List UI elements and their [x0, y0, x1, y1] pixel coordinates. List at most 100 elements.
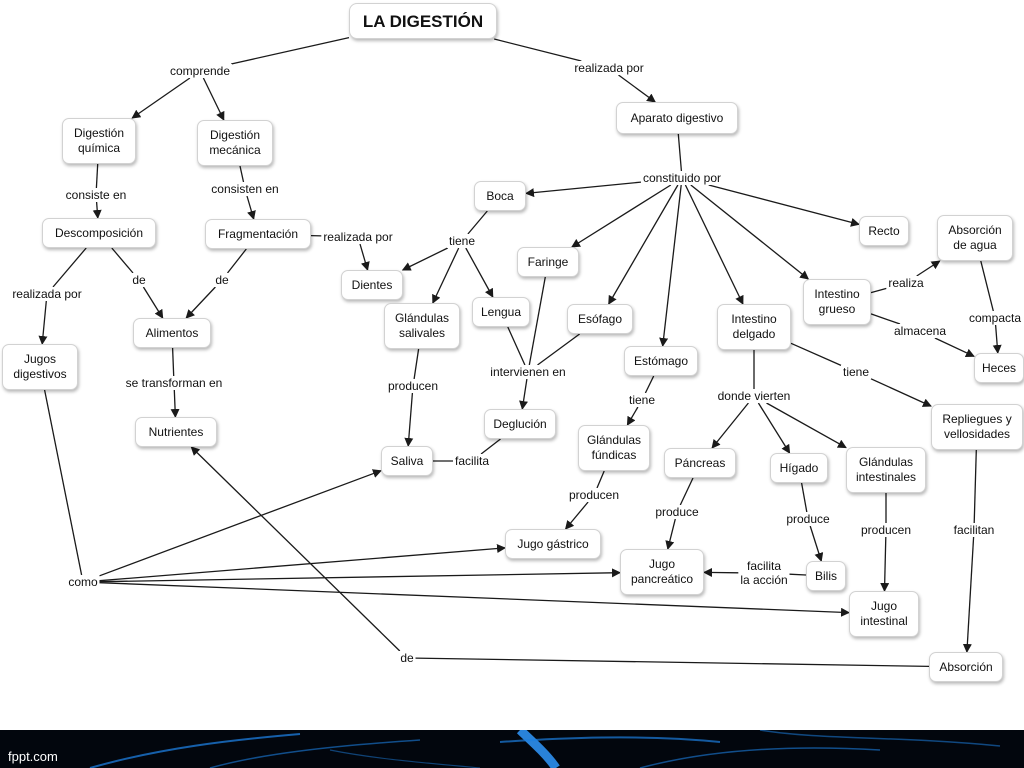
link-repliegues-facilitan — [973, 449, 977, 524]
footer-vein-5 — [639, 747, 881, 768]
link-tiene_delgado-repliegues — [870, 378, 932, 407]
link-de_bottom-nutrientes — [190, 446, 401, 652]
footer-vein-1 — [89, 733, 301, 768]
link-intestino_delgado-tiene_delgado — [790, 342, 842, 366]
node-digestion-quimica: Digestión química — [62, 118, 136, 164]
link-constituido_por-intestino_grueso — [690, 184, 810, 280]
node-recto: Recto — [859, 216, 909, 246]
label-realizada-por-top: realizada por — [572, 61, 646, 75]
node-aparato-digestivo: Aparato digestivo — [616, 102, 738, 134]
label-produce-pancreas: produce — [653, 505, 701, 519]
label-consisten-en: consisten en — [209, 182, 281, 196]
node-digestion-mecanica: Digestión mecánica — [197, 120, 273, 166]
node-repliegues-vellosidades: Repliegues y vellosidades — [931, 404, 1023, 450]
link-bilis-facilita_accion — [789, 573, 807, 576]
link-boca-tiene_boca — [467, 210, 488, 235]
node-lengua: Lengua — [472, 297, 530, 327]
label-consiste-en: consiste en — [63, 188, 129, 202]
label-constituido-por: constituido por — [640, 171, 724, 185]
link-faringe-intervienen_en — [528, 276, 546, 366]
label-produce-higado: produce — [784, 512, 832, 526]
node-pancreas: Páncreas — [664, 448, 736, 478]
link-constituido_por-esofago — [608, 184, 679, 305]
link-estomago-tiene_estomago — [644, 375, 655, 394]
link-intestino_grueso-almacena — [870, 313, 901, 325]
node-bilis: Bilis — [806, 561, 846, 591]
node-dientes: Dientes — [341, 270, 403, 300]
link-pancreas-produce_pancreas — [679, 477, 694, 506]
label-almacena: almacena — [891, 324, 949, 338]
label-producen-gastrico: producen — [566, 488, 622, 502]
label-realizada-por-mid: realizada por — [321, 230, 395, 244]
label-tiene-boca: tiene — [446, 234, 478, 248]
node-intestino-delgado: Intestino delgado — [717, 304, 791, 350]
link-aparato-constituido_por — [677, 133, 683, 172]
label-como: como — [66, 575, 100, 589]
footer-vein-2 — [209, 739, 421, 768]
link-constituido_por-boca — [525, 181, 642, 198]
link-absorcion-de_bottom — [415, 657, 930, 668]
link-jugos_digestivos-como — [43, 389, 83, 576]
node-glandulas-salivales: Glándulas salivales — [384, 303, 460, 349]
link-comprende-dig_quimica — [131, 77, 191, 119]
label-facilita-la-accion: facilita la acción — [738, 559, 790, 587]
link-descomposicion-de_1 — [111, 247, 134, 274]
node-boca: Boca — [474, 181, 526, 211]
link-title-realizada_por_top — [494, 38, 582, 62]
link-donde_vierten-glandulas_intestinales — [766, 402, 847, 449]
link-producen_saliva-saliva — [404, 392, 414, 447]
link-constituido_por-recto — [708, 184, 860, 227]
link-alimentos-se_transforman — [171, 347, 175, 377]
label-realiza: realiza — [886, 276, 926, 290]
footer-vein-3 — [516, 730, 560, 768]
node-descomposicion: Descomposición — [42, 218, 156, 248]
label-tiene-delgado: tiene — [840, 365, 872, 379]
link-facilitan-absorcion — [962, 536, 975, 653]
node-faringe: Faringe — [517, 247, 579, 277]
concept-map: LA DIGESTIÓN Digestión química Digestión… — [2, 3, 1024, 682]
footer-vein-4 — [499, 736, 721, 743]
link-producen_intestinales-jugo_intestinal — [880, 536, 890, 592]
link-dig_mecanica-consisten_en — [239, 165, 245, 183]
footer-vein-graphic — [89, 730, 1001, 768]
link-constituido_por-intestino_delgado — [684, 184, 744, 305]
link-produce_pancreas-jugo_pancreatico — [665, 518, 676, 550]
link-se_transforman-nutrientes — [170, 389, 180, 418]
link-compacta-heces — [992, 324, 1002, 354]
label-tiene-estomago: tiene — [626, 393, 658, 407]
node-esofago: Esófago — [567, 304, 633, 334]
link-como-jugo_gastrico — [99, 544, 506, 582]
node-absorcion-agua: Absorción de agua — [937, 215, 1013, 261]
node-saliva: Saliva — [381, 446, 433, 476]
node-alimentos: Alimentos — [133, 318, 211, 348]
link-title-comprende — [231, 36, 350, 65]
node-jugos-digestivos: Jugos digestivos — [2, 344, 78, 390]
link-higado-produce_higado — [800, 482, 808, 513]
link-esofago-intervienen_en — [537, 333, 580, 366]
link-realizada_por_mid-dientes — [359, 243, 370, 271]
footer-watermark: fppt.com — [8, 749, 58, 764]
link-donde_vierten-higado — [757, 402, 791, 454]
link-constituido_por-estomago — [659, 184, 682, 347]
label-de-1: de — [130, 273, 148, 287]
link-produce_higado-bilis — [809, 525, 824, 562]
link-como-jugo_pancreatico — [99, 568, 621, 583]
footer-vein-6 — [759, 730, 1001, 747]
link-absorcion_agua-compacta — [980, 260, 994, 312]
label-de-bottom: de — [398, 651, 416, 665]
link-de_2-alimentos — [185, 286, 216, 319]
node-estomago: Estómago — [624, 346, 698, 376]
node-jugo-gastrico: Jugo gástrico — [505, 529, 601, 559]
link-intervienen_en-deglucion — [519, 378, 528, 410]
link-como-jugo_intestinal — [99, 582, 850, 617]
link-intestino_grueso-realiza — [870, 287, 887, 294]
node-higado: Hígado — [770, 453, 828, 483]
node-deglucion: Deglución — [484, 409, 556, 439]
link-realizada_por_left-jugos_digestivos — [38, 300, 48, 345]
link-consiste_en-descomposicion — [92, 201, 102, 219]
link-consisten_en-fragmentacion — [246, 195, 256, 220]
node-jugo-pancreatico: Jugo pancreático — [620, 549, 704, 595]
label-producen-intestinales: producen — [858, 523, 914, 537]
label-de-2: de — [213, 273, 231, 287]
link-glandulas_salivales-producen_saliva — [413, 348, 420, 380]
